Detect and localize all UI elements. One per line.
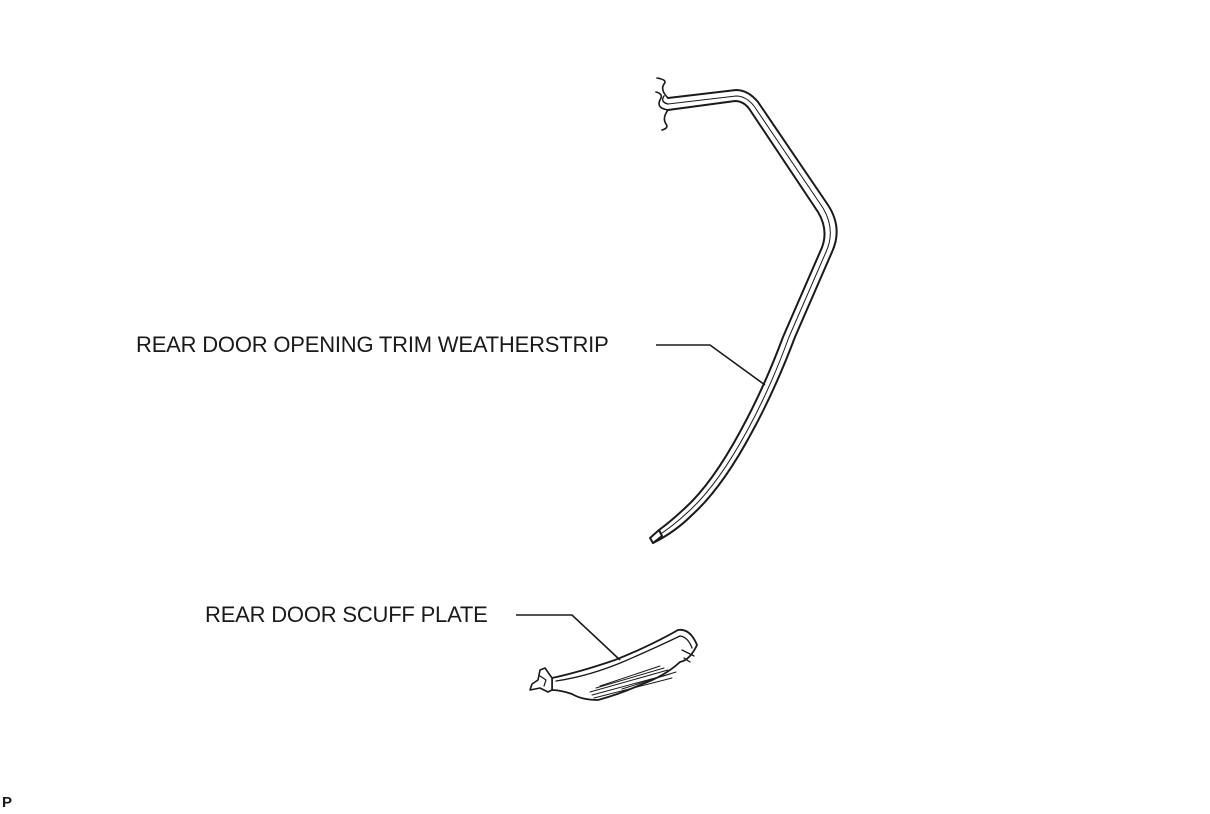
scuff-plate-ribs <box>589 665 677 699</box>
weatherstrip-end-cap <box>649 529 663 544</box>
scuff-plate-clip <box>529 667 553 693</box>
scuff-plate-body <box>551 628 698 701</box>
weatherstrip-illustration <box>649 77 838 544</box>
scuff-plate-illustration <box>529 628 698 701</box>
weatherstrip-seam <box>655 95 831 538</box>
scuff-plate-label: REAR DOOR SCUFF PLATE <box>205 602 488 627</box>
leader-lines <box>516 344 766 661</box>
figure-code: P <box>2 794 13 811</box>
weatherstrip-label: REAR DOOR OPENING TRIM WEATHERSTRIP <box>136 332 609 357</box>
weatherstrip-leader-line <box>656 344 766 386</box>
weatherstrip-inner-edge <box>658 100 826 531</box>
scuff-plate-leader-line <box>516 614 621 661</box>
weatherstrip-torn-end <box>656 77 669 99</box>
weatherstrip-outer-edge <box>652 89 838 544</box>
